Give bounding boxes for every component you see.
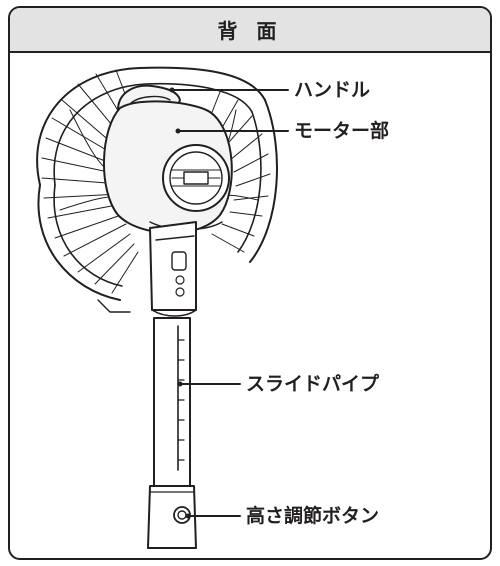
motor-housing [103,100,233,234]
leader-lines [171,89,289,517]
label-handle: ハンドル [294,79,371,101]
diagram-frame: 背 面 [8,6,492,560]
label-height-button: 高さ調節ボタン [246,505,380,527]
label-slide-pipe: スライドパイプ [246,373,380,395]
slide-pipe [153,317,191,487]
title-bar: 背 面 [10,8,490,53]
fan-guard [36,66,278,313]
lower-pipe [147,485,197,549]
diagram-title: 背 面 [217,19,283,43]
label-motor: モーター部 [294,120,390,142]
neck [149,221,197,317]
